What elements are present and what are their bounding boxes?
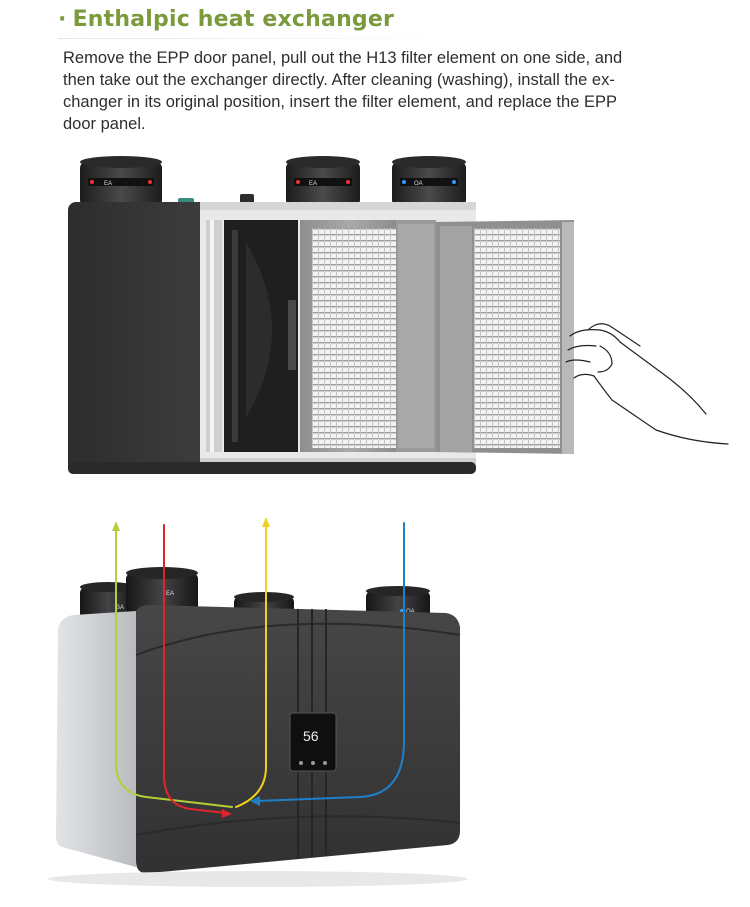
ground-shadow: [48, 871, 468, 887]
hand-drawing: [565, 323, 729, 445]
airflow-arrow-green: [115, 528, 233, 808]
airflow-arrow-yellow: [235, 524, 267, 808]
section-title: ·Enthalpic heat exchanger: [58, 7, 394, 32]
instructions-paragraph: Remove the EPP door panel, pull out the …: [63, 49, 623, 133]
top-port-middle: EA: [286, 156, 360, 206]
display-value: 56: [303, 728, 319, 744]
title-text: Enthalpic heat exchanger: [72, 7, 395, 32]
title-underline: [58, 38, 478, 39]
port-label-oa-bottom: OA: [406, 609, 415, 615]
arrowhead-blue: [250, 796, 260, 806]
port-label-oa: OA: [414, 181, 423, 187]
control-display: 56: [289, 712, 337, 772]
arrowhead-red: [222, 809, 232, 818]
filter-removal-illustration: EA EA OA: [68, 156, 729, 474]
airflow-arrow-red: [163, 524, 227, 814]
arrowhead-green: [112, 521, 120, 531]
port-label-sa: SA: [116, 605, 124, 611]
port-label-ea-2: EA: [309, 181, 317, 187]
top-port-right: OA: [392, 156, 466, 206]
h13-filter-element: [436, 220, 574, 454]
arrowhead-yellow: [262, 517, 270, 527]
unit-side-panel: [56, 611, 136, 867]
title-bullet: ·: [58, 7, 67, 32]
airflow-arrow-blue: [255, 522, 405, 802]
top-port-left: EA: [80, 156, 162, 206]
airflow-illustration: SA EA OA 56: [48, 517, 468, 887]
top-connector: [240, 194, 254, 204]
port-label-ea: EA: [104, 181, 112, 187]
port-label-ea-bottom: EA: [166, 591, 174, 597]
